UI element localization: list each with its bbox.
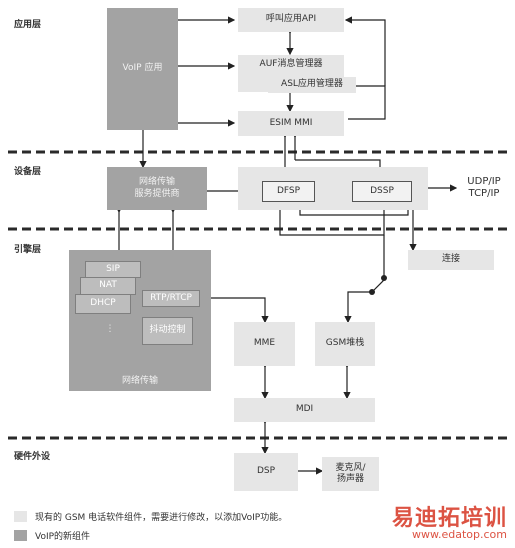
more-protocols-ellipsis: ⋮ — [105, 324, 115, 335]
legend-existing-text: 现有的 GSM 电话软件组件，需要进行修改，以添加VoIP功能。 — [35, 513, 288, 523]
connect-box: 连接 — [408, 250, 494, 270]
rtp-rtcp-box: RTP/RTCP — [142, 290, 200, 307]
dssp-box: DSSP — [352, 181, 412, 202]
sip-box: SIP — [85, 261, 141, 278]
dhcp-box: DHCP — [75, 294, 131, 314]
layer-label-device: 设备层 — [14, 167, 42, 177]
connector — [344, 16, 386, 86]
net-transport-label: 网络传输 — [121, 376, 158, 387]
legend-swatch-new — [14, 530, 27, 541]
watermark-logo: 易迪拓培训 — [391, 506, 507, 531]
switch-contact — [369, 289, 375, 295]
mic-speaker-box: 麦克风/ 扬声器 — [322, 457, 379, 491]
legend-swatch-existing — [14, 511, 27, 522]
watermark-url: www.edatop.com — [412, 528, 507, 541]
voip-app-box: VoIP 应用 — [107, 8, 178, 130]
legend-new-text: VoIP的新组件 — [35, 532, 91, 542]
mdi-box: MDI — [234, 398, 375, 422]
layer-label-hardware: 硬件外设 — [14, 452, 51, 462]
connector — [276, 201, 385, 236]
gsm-stack-box: GSM堆栈 — [315, 322, 375, 366]
dsp-box: DSP — [234, 453, 298, 491]
udp-tcp-label: UDP/IP TCP/IP — [467, 175, 501, 200]
connector — [344, 291, 372, 324]
nat-box: NAT — [80, 277, 136, 295]
connector — [200, 297, 269, 324]
dfsp-box: DFSP — [262, 181, 315, 202]
layer-label-engine: 引擎层 — [14, 245, 42, 255]
net-service-box: 网络传输 服务提供商 — [107, 167, 207, 210]
switch-contact — [381, 275, 387, 281]
connector — [348, 85, 386, 120]
layer-label-application: 应用层 — [14, 20, 42, 30]
auf-manager-label: AUF消息管理器 — [259, 59, 323, 70]
mme-box: MME — [234, 322, 295, 366]
esim-mmi-box: ESIM MMI — [238, 111, 344, 136]
asl-manager-box: ASL应用管理器 — [268, 77, 356, 93]
jitter-control-box: 抖动控制 — [142, 317, 193, 345]
call-api-box: 呼叫应用API — [238, 8, 344, 32]
